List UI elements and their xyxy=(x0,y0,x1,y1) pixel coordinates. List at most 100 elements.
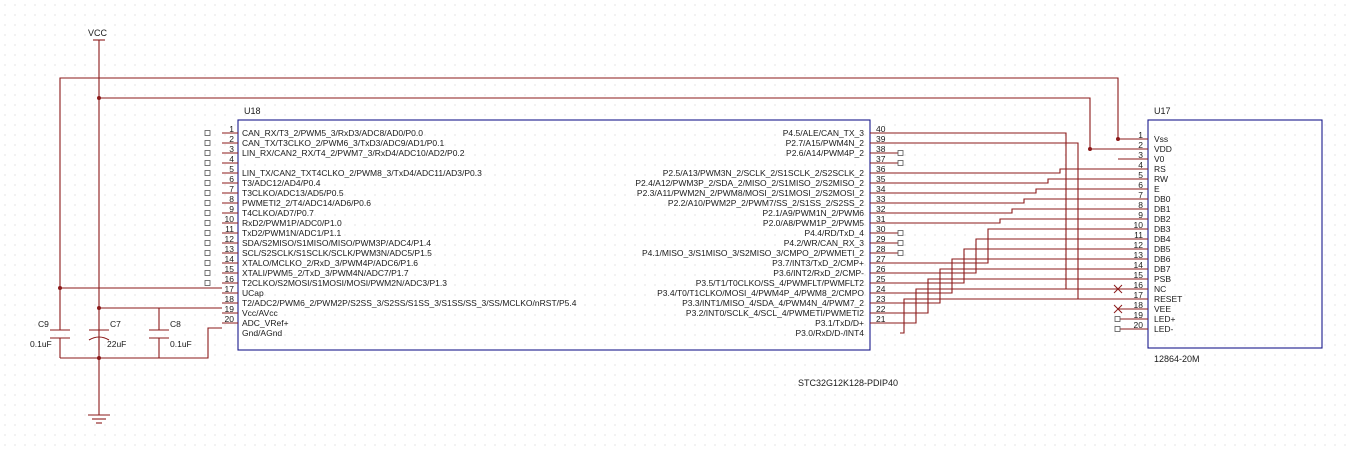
pin-number: 38 xyxy=(876,144,886,154)
pin-name: P3.0/RxD/D-/INT4 xyxy=(796,328,865,338)
open-pin-marker xyxy=(897,250,904,256)
pin-name: E xyxy=(1154,184,1160,194)
open-pin-marker xyxy=(897,240,904,246)
pin-number: 36 xyxy=(876,164,886,174)
bus-wires xyxy=(900,132,1118,334)
pin-number: 25 xyxy=(876,274,886,284)
pin-number: 18 xyxy=(225,294,235,304)
pin-number: 35 xyxy=(876,174,886,184)
pin-name: ADC_VRef+ xyxy=(242,318,289,328)
pin-number: 40 xyxy=(876,124,886,134)
pin-name: LED+ xyxy=(1154,314,1176,324)
open-pin-marker xyxy=(1114,326,1121,332)
pin-name: P2.2/A10/PWM2P_2/PWM7/SS_2/S1SS_2/S2SS_2 xyxy=(668,198,864,208)
pin-number: 3 xyxy=(1138,150,1143,160)
pin-name: SDA/S2MISO/S1MISO/MISO/PWM3P/ADC4/P1.4 xyxy=(242,238,431,248)
pin-number: 1 xyxy=(229,124,234,134)
u17-part: 12864-20M xyxy=(1154,354,1200,364)
pin-number: 20 xyxy=(225,314,235,324)
bus-wire xyxy=(900,248,1118,284)
pin-number: 12 xyxy=(225,234,235,244)
pin-number: 11 xyxy=(1134,230,1143,240)
open-pin-marker xyxy=(204,220,211,226)
pin-name: CAN_RX/T3_2/PWM5_3/RxD3/ADC8/AD0/P0.0 xyxy=(242,128,423,138)
pin-name: CAN_TX/T3CLKO_2/PWM6_3/TxD3/ADC9/AD1/P0.… xyxy=(242,138,444,148)
open-pin-marker xyxy=(204,230,211,236)
pin-number: 2 xyxy=(229,134,234,144)
open-pin-marker xyxy=(897,160,904,166)
u17-body xyxy=(1147,119,1323,349)
bus-wire xyxy=(900,178,1118,184)
pin-number: 23 xyxy=(876,294,886,304)
pin-name: V0 xyxy=(1154,154,1165,164)
pin-name: NC xyxy=(1154,284,1166,294)
pin-number: 5 xyxy=(229,164,234,174)
pin-name: P3.7/INT3/TxD_2/CMP+ xyxy=(772,258,864,268)
bus-wire xyxy=(900,238,1118,274)
pin-name: DB7 xyxy=(1154,264,1171,274)
pin-name: TxD2/PWM1N/ADC1/P1.1 xyxy=(242,228,341,238)
pin-number: 14 xyxy=(1134,260,1144,270)
pin-name: P2.4/A12/PWM3P_2/SDA_2/MISO_2/S1MISO_2/S… xyxy=(635,178,864,188)
pin-number: 8 xyxy=(1138,200,1143,210)
pin-name: P4.4/RD/TxD_4 xyxy=(804,228,864,238)
pin-name: T3/ADC12/AD4/P0.4 xyxy=(242,178,321,188)
open-pin-marker xyxy=(204,160,211,166)
open-pin-marker xyxy=(204,250,211,256)
pin-name: P3.4/T0/T1CLKO/MOSI_4/PWM4P_4/PWM8_2/CMP… xyxy=(657,288,864,298)
pin-number: 12 xyxy=(1134,240,1144,250)
pin-number: 10 xyxy=(225,214,235,224)
pin-number: 29 xyxy=(876,234,886,244)
open-pin-marker xyxy=(204,280,211,286)
reset-wire xyxy=(900,142,1118,300)
cap-ref: C7 xyxy=(110,319,121,329)
capacitors: C9 0.1uF C7 22uF C8 0.1uF xyxy=(30,319,192,349)
pin-name: DB2 xyxy=(1154,214,1171,224)
pin-name: P2.5/A13/PWM3N_2/SCLK_2/S1SCLK_2/S2SCLK_… xyxy=(663,168,865,178)
open-pin-marker xyxy=(204,240,211,246)
pin-number: 14 xyxy=(225,254,235,264)
pin-name: DB4 xyxy=(1154,234,1171,244)
pin-name: XTALI/PWM5_2/TxD_3/PWM4N/ADC7/P1.7 xyxy=(242,268,409,278)
pin-number: 17 xyxy=(1134,290,1144,300)
pin-name: P4.1/MISO_3/S1MISO_3/S2MISO_3/CMPO_2/PWM… xyxy=(642,248,864,258)
pin-number: 37 xyxy=(876,154,886,164)
open-pin-marker xyxy=(204,210,211,216)
pin-number: 16 xyxy=(1134,280,1144,290)
pin-name: LED- xyxy=(1154,324,1174,334)
pin-number: 39 xyxy=(876,134,886,144)
pin-number: 1 xyxy=(1138,130,1143,140)
pin-number: 18 xyxy=(1134,300,1144,310)
power-wiring xyxy=(50,39,1142,424)
pin-name: P3.5/T1/T0CLKO/SS_4/PWMFLT/PWMFLT2 xyxy=(696,278,865,288)
pin-name: PSB xyxy=(1154,274,1171,284)
open-pin-marker xyxy=(1114,316,1121,322)
open-pin-marker xyxy=(204,270,211,276)
cap-value: 0.1uF xyxy=(30,339,52,349)
pin-name: P2.1/A9/PWM1N_2/PWM6 xyxy=(762,208,864,218)
u18-ref: U18 xyxy=(244,106,261,116)
pin-name: PWMETI2_2/T4/ADC14/AD6/P0.6 xyxy=(242,198,371,208)
pin-number: 4 xyxy=(229,154,234,164)
pin-number: 4 xyxy=(1138,160,1143,170)
open-pin-marker xyxy=(897,150,904,156)
pin-name: P4.2/WR/CAN_RX_3 xyxy=(784,238,865,248)
pin-number: 5 xyxy=(1138,170,1143,180)
open-pin-marker xyxy=(204,140,211,146)
pin-number: 20 xyxy=(1134,320,1144,330)
pin-number: 19 xyxy=(1134,310,1144,320)
pin-number: 13 xyxy=(225,244,235,254)
pin-name: T4CLKO/AD7/P0.7 xyxy=(242,208,314,218)
pin-number: 32 xyxy=(876,204,886,214)
pin-number: 28 xyxy=(876,244,886,254)
pin-name: RxD2/PWM1P/ADC0/P1.0 xyxy=(242,218,342,228)
bus-wire xyxy=(900,188,1118,194)
pin-number: 24 xyxy=(876,284,886,294)
pin-number: 15 xyxy=(225,264,235,274)
pin-number: 31 xyxy=(876,214,886,224)
pin-name: T2/ADC2/PWM6_2/PWM2P/S2SS_3/S2SS/S1SS_3/… xyxy=(242,298,577,308)
pin-name: P2.7/A15/PWM4N_2 xyxy=(786,138,865,148)
pin-number: 13 xyxy=(1134,250,1144,260)
pin-name: Gnd/AGnd xyxy=(242,328,282,338)
